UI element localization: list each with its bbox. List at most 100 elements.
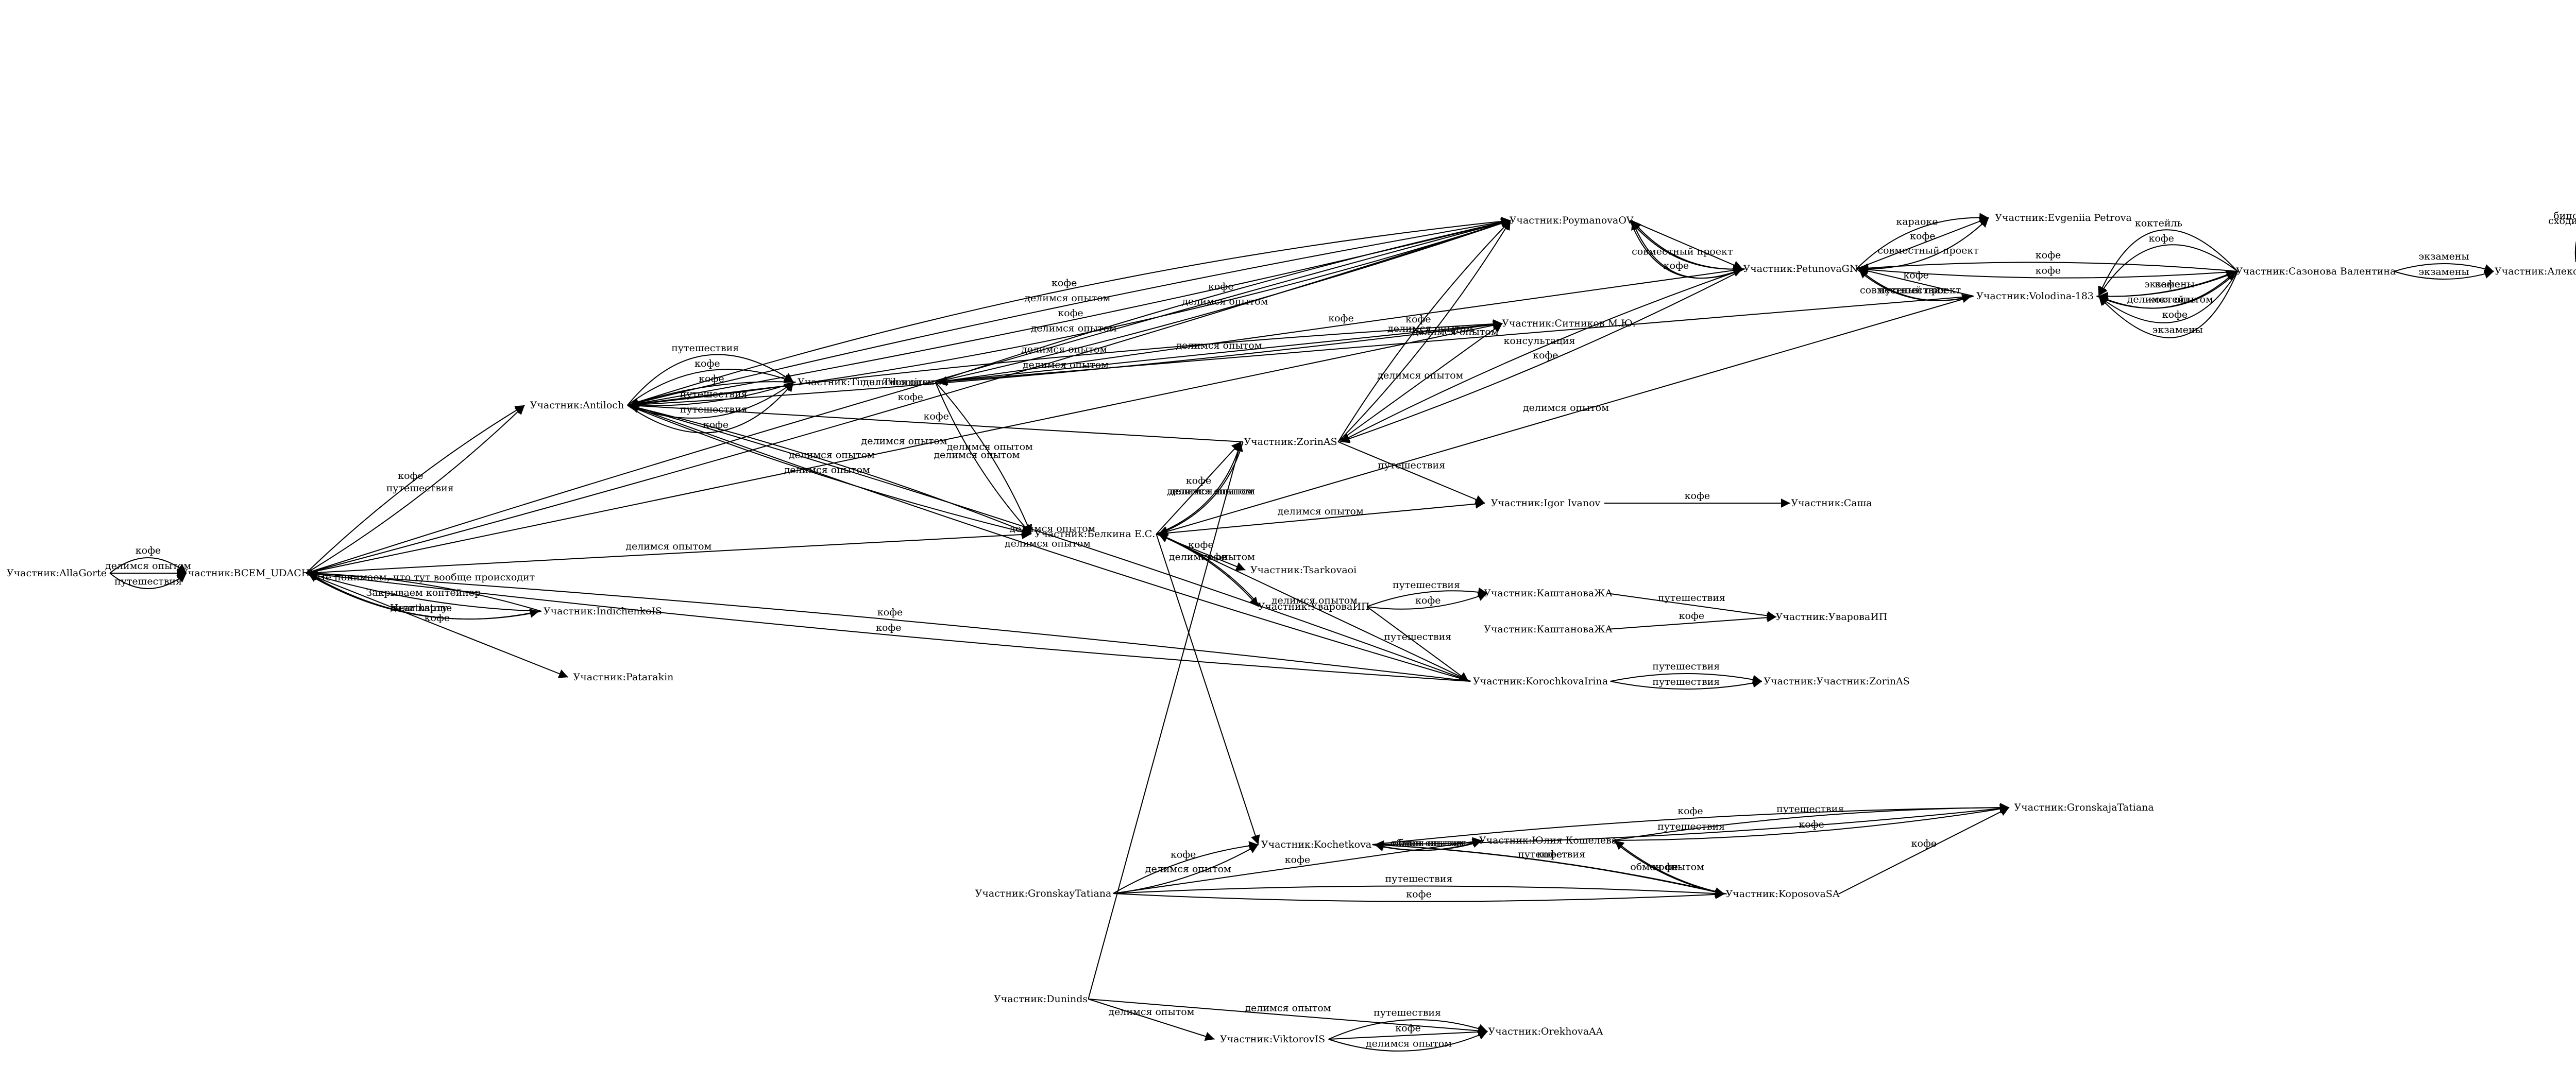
edge-korochkovairina-to-antiloch — [629, 404, 1471, 682]
edge-label: кофе — [1405, 314, 1431, 325]
edge-label: делимся опытом — [861, 436, 947, 447]
edge-label: делимся опытом — [1145, 864, 1231, 875]
edge-label: делимся опытом — [863, 376, 949, 388]
edge-label: кофе — [1533, 350, 1558, 361]
edge-label: кофе — [1208, 281, 1233, 293]
node-kashtanovazha1: Участник:КаштановаЖА — [1484, 588, 1613, 599]
node-igorivanov: Участник:Igor Ivanov — [1491, 497, 1601, 509]
edge-label: кофе — [1285, 854, 1310, 866]
edge-label: делимся опытом — [1387, 323, 1473, 334]
edge-viktorovis-to-orekhovaaa — [1328, 1031, 1488, 1052]
edge-label: делимся опытом — [1005, 538, 1091, 549]
edge-bcem-udachi-to-indichenkois — [306, 573, 539, 620]
edge-label: путешествия — [1384, 631, 1451, 643]
edge-label: консультация — [1504, 335, 1575, 347]
edge-label: обмен опытом — [1393, 837, 1467, 849]
edge-koposovasa-to-kochetkova — [1374, 840, 1727, 895]
edge-label: путешествия — [1385, 873, 1453, 885]
edge-label: кофе — [1799, 819, 1824, 830]
edge-sazonovavalentina-to-alekseykrasnov — [2394, 269, 2494, 280]
edge-yuliyakosheleva-to-koposovasa — [1612, 840, 1725, 897]
edge-petunovagn-to-zorinas — [1340, 268, 1745, 443]
edge-label: кофе — [135, 545, 161, 556]
node-sitnikovmu: Участник:Ситников М.Ю. — [1502, 318, 1636, 329]
edge-label: Не понимаем, что тут вообще происходит — [317, 572, 535, 583]
edge-label: делимся опытом — [934, 450, 1020, 461]
edge-label: делимся опытом — [1182, 296, 1268, 307]
edge-timurtihomirov-to-belkinaes — [935, 382, 1032, 535]
edge-label: делимся опытом — [625, 541, 711, 552]
edge-zorinas-to-poymanovaov — [1337, 220, 1511, 442]
edge-uvarovaip-to-kashtanovazha1 — [1366, 587, 1488, 607]
edge-belkinaes-to-kochetkova — [1156, 534, 1260, 845]
edge-label: делимся опытом — [2127, 294, 2213, 305]
edge-koposovasa-to-gronskajatatiana — [1838, 807, 2010, 895]
edge-label: делимся опытом — [1245, 1003, 1331, 1014]
edge-antiloch-to-poymanovaov — [627, 217, 1511, 406]
edge-label: делимся опытом — [1366, 1038, 1452, 1049]
edge-poymanovaov-to-petunovagn — [1630, 220, 1743, 279]
edge-bcem-udachi-to-belkinaes — [306, 529, 1031, 574]
edge-bcem-udachi-to-antiloch — [306, 405, 525, 574]
edge-alekseykrasnov-to-alekseykrasnov — [2574, 240, 2576, 263]
node-evgeniiapetrova: Участник:Evgeniia Petrova — [1995, 212, 2132, 223]
edge-label: кофе — [699, 373, 724, 385]
edge-label: кофе — [1328, 313, 1353, 324]
edge-label: экзамены — [2419, 251, 2469, 262]
edges-layer — [109, 213, 2576, 1052]
edge-label: Hearthstone — [390, 602, 452, 613]
edge-sazonovavalentina-to-petunovagn — [1858, 265, 2238, 279]
edge-label: кофе — [2036, 265, 2061, 276]
node-sazonovavalentina: Участник:Сазонова Валентина — [2236, 266, 2396, 277]
edge-poymanovaov-to-petunovagn — [1630, 220, 1743, 274]
edge-label: кофе — [2036, 250, 2061, 261]
edge-uvarovaip-to-kashtanovazha1 — [1367, 592, 1488, 610]
edge-label: делимся опытом — [1021, 344, 1107, 355]
edge-korochkovairina-to-bcem-udachi — [308, 569, 1471, 682]
edge-petunovagn-to-evgeniiapetrova — [1856, 217, 1989, 269]
edge-zorinas-to-sitnikovmu — [1337, 323, 1503, 442]
edge-label: кофе — [1910, 231, 1935, 242]
edge-label: путешествия — [1658, 592, 1725, 604]
edge-label: кофе — [877, 607, 903, 618]
edge-label: кофе — [1415, 595, 1440, 606]
edge-label: кофе — [1186, 475, 1211, 487]
edge-label: путешествия — [1374, 1007, 1441, 1019]
edge-label: путешествия — [1652, 676, 1720, 687]
edge-label: кофе — [1201, 551, 1227, 562]
edge-label: караоке — [1896, 216, 1938, 228]
node-uvarovaip2: Участник:УвароваИП — [1776, 611, 1888, 623]
edge-korochkovairina-to-bcem-udachi — [308, 570, 1471, 682]
edge-label: делимся опытом — [1031, 323, 1117, 334]
edge-korochkovairina-to-uchzorinas — [1610, 678, 1762, 690]
edge-label: коктейль — [2148, 294, 2196, 305]
edge-label: кофе — [1903, 270, 1928, 281]
edge-volodina183-to-timurtihomirov — [937, 296, 1974, 386]
edge-label: совместный проект — [1632, 246, 1733, 257]
edge-petunovagn-to-zorinas — [1340, 268, 1745, 442]
edge-indichenkois-to-bcem-udachi — [308, 569, 541, 612]
edge-zorinas-to-igorivanov — [1338, 441, 1485, 504]
edge-sazonovavalentina-to-volodina183 — [2098, 229, 2238, 297]
edge-label: экзамены — [2153, 324, 2203, 335]
edge-timurtihomirov-to-antiloch — [629, 382, 796, 410]
edge-label: делимся опытом — [947, 441, 1033, 452]
edge-gronskaytatiana-to-koposovasa — [1113, 885, 1725, 899]
edge-volodina183-to-belkinaes — [1158, 296, 1974, 536]
edge-label: делимся опытом — [1272, 595, 1358, 606]
edge-sazonovavalentina-to-petunovagn — [1858, 262, 2238, 273]
edge-koposovasa-to-yuliyakosheleva — [1614, 840, 1727, 895]
edge-label: путешествия — [1378, 460, 1445, 471]
edge-bcem-udachi-to-poymanovaov — [306, 218, 1511, 574]
node-korochkovairina: Участник:KorochkovaIrina — [1473, 676, 1608, 687]
edge-antiloch-to-poymanovaov — [627, 216, 1511, 406]
edge-korochkovairina-to-uchzorinas — [1610, 673, 1762, 684]
edge-zorinas-to-poymanovaov — [1337, 220, 1511, 442]
edge-label: делимся опытом — [1108, 1006, 1194, 1018]
edge-label: кофе — [398, 470, 423, 482]
edge-label: кофе — [2148, 233, 2174, 244]
edge-label: кофе — [1058, 307, 1083, 319]
edge-poymanovaov-to-petunovagn — [1630, 220, 1743, 270]
